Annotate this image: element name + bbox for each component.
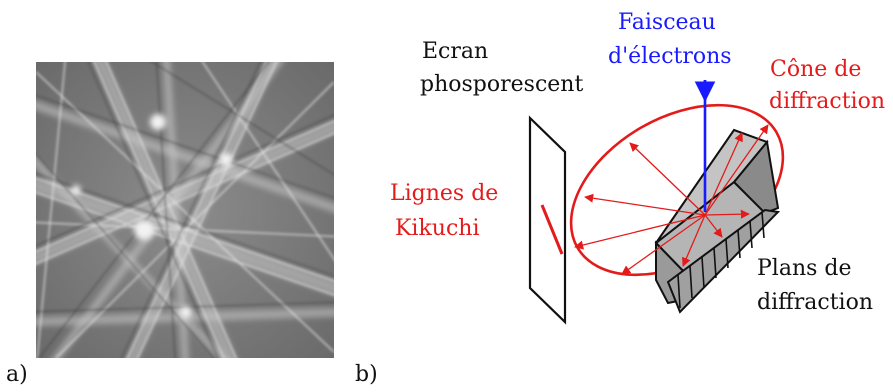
panel-a-label: a) [6,362,28,387]
cone-label-line1: Cône de [770,57,862,82]
cone-label-line2: diffraction [769,89,885,114]
screen-label-line1: Ecran [422,39,489,64]
kikuchi-pattern-image [36,62,334,358]
diffraction-planes [666,208,781,314]
planes-label-line1: Plans de [757,256,852,281]
diffracted-rays [574,124,769,275]
screen-label-line2: phosporescent [420,72,584,97]
planes-label-line2: diffraction [757,290,873,315]
kikuchi-label-line2: Kikuchi [395,216,480,241]
kikuchi-line-on-screen [540,204,564,255]
kikuchi-label-line1: Lignes de [390,181,499,206]
beam-label-line2: d'électrons [608,44,732,69]
panel-b-label: b) [355,362,378,387]
beam-label-line1: Faisceau [618,10,716,35]
